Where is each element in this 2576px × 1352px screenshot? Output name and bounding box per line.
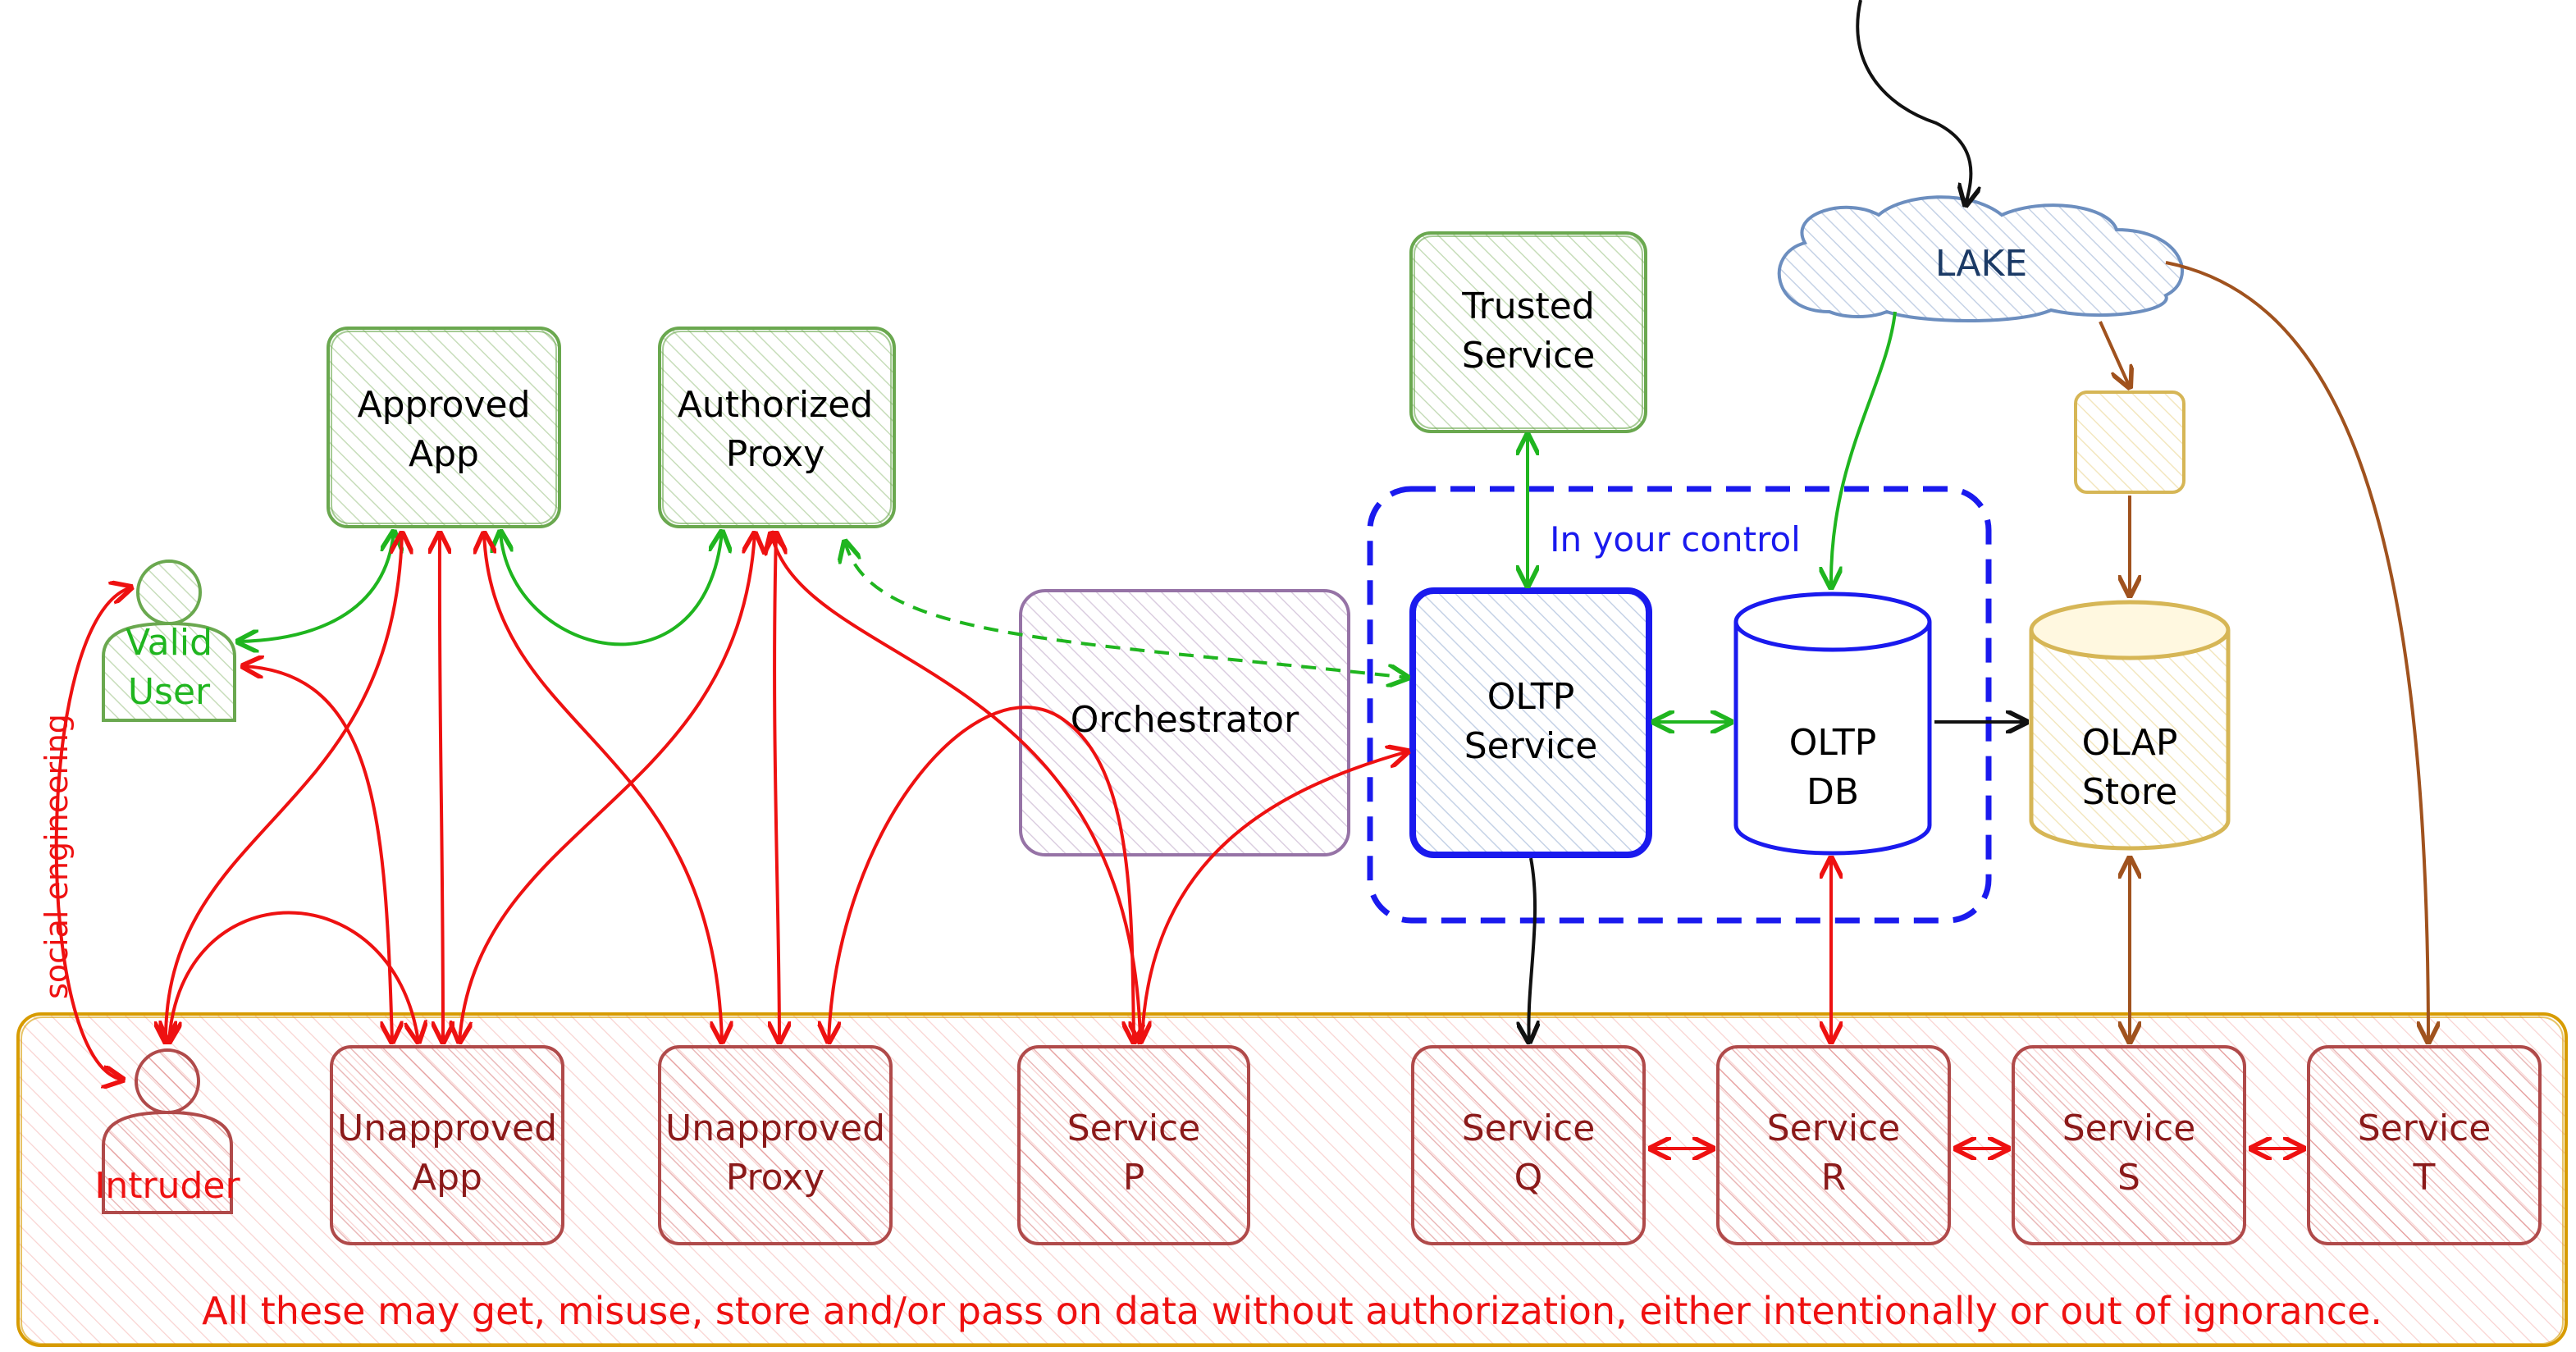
orchestrator-label: Orchestrator bbox=[1071, 699, 1299, 741]
unapproved-app-label-2: App bbox=[412, 1157, 482, 1199]
trusted-service-box[interactable]: Trusted Service bbox=[1409, 231, 1647, 433]
intruder-unapproved-app-link bbox=[169, 911, 418, 1043]
service-p-label-2: P bbox=[1123, 1157, 1145, 1199]
oltp-service-label-1: OLTP bbox=[1487, 676, 1575, 718]
olap-store-label-2: Store bbox=[2082, 771, 2177, 813]
unapproved-app-proxy-link bbox=[459, 533, 755, 1042]
intruder-label: Intruder bbox=[94, 1165, 240, 1207]
oltp-db-label-1: OLTP bbox=[1789, 722, 1877, 764]
service-p-box[interactable]: Service P bbox=[1017, 1045, 1250, 1245]
service-p-oltp-link bbox=[1140, 751, 1408, 1043]
service-s-box[interactable]: Service S bbox=[2012, 1045, 2246, 1245]
oltp-db-cylinder[interactable]: OLTP DB bbox=[1733, 592, 1932, 856]
unapproved-app-approved-link bbox=[440, 533, 443, 1042]
control-zone-label: In your control bbox=[1550, 519, 1801, 560]
lake-staging-link bbox=[2099, 321, 2130, 387]
olap-store-label-1: OLAP bbox=[2082, 722, 2178, 764]
service-s-label-1: Service bbox=[2062, 1108, 2196, 1149]
lake-cloud[interactable]: LAKE bbox=[1777, 195, 2184, 322]
unapproved-proxy-label-2: Proxy bbox=[726, 1157, 825, 1199]
proxy-unapproved-proxy-link bbox=[774, 533, 779, 1042]
service-t-box[interactable]: Service T bbox=[2307, 1045, 2542, 1245]
service-r-box[interactable]: Service R bbox=[1716, 1045, 1951, 1245]
control-zone: In your control bbox=[1367, 486, 1992, 924]
approved-app-label-2: App bbox=[409, 433, 479, 475]
trusted-service-label-1: Trusted bbox=[1461, 285, 1595, 327]
service-r-label-1: Service bbox=[1767, 1108, 1901, 1149]
unapproved-proxy-label-1: Unapproved bbox=[665, 1108, 885, 1149]
trusted-service-label-2: Service bbox=[1462, 335, 1596, 377]
intruder-approved-app-link bbox=[166, 533, 402, 1042]
service-p-label-1: Service bbox=[1067, 1108, 1201, 1149]
service-q-label-2: Q bbox=[1514, 1157, 1543, 1199]
user-unapproved-app-link bbox=[243, 666, 392, 1042]
oltp-service-box[interactable]: OLTP Service bbox=[1409, 587, 1652, 858]
oltp-service-q-link bbox=[1528, 857, 1535, 1042]
service-t-label-2: T bbox=[2413, 1157, 2436, 1199]
authorized-proxy-box[interactable]: Authorized Proxy bbox=[658, 327, 896, 528]
service-t-label-1: Service bbox=[2358, 1108, 2492, 1149]
lake-oltpdb-link bbox=[1831, 311, 1897, 587]
service-q-box[interactable]: Service Q bbox=[1411, 1045, 1646, 1245]
unapproved-app-box[interactable]: Unapproved App bbox=[330, 1045, 564, 1245]
authorized-proxy-label-1: Authorized bbox=[678, 384, 873, 426]
service-q-label-1: Service bbox=[1462, 1108, 1596, 1149]
footer-text: All these may get, misuse, store and/or … bbox=[202, 1289, 2382, 1333]
approved-app-proxy-link bbox=[500, 532, 722, 646]
proxy-service-p-link bbox=[771, 533, 1140, 1042]
lake-label: LAKE bbox=[1935, 243, 2027, 285]
user-approved-app-link bbox=[238, 532, 394, 642]
valid-user-person[interactable]: Valid User bbox=[102, 560, 236, 722]
unapproved-proxy-box[interactable]: Unapproved Proxy bbox=[658, 1045, 893, 1245]
valid-user-label-1: Valid bbox=[126, 622, 212, 664]
approved-app-label-1: Approved bbox=[357, 384, 530, 426]
social-engineering-link bbox=[54, 587, 131, 1080]
valid-user-label-2: User bbox=[128, 671, 211, 713]
oltp-db-label-2: DB bbox=[1806, 771, 1859, 813]
connectors bbox=[54, 0, 2428, 1149]
service-r-label-2: R bbox=[1821, 1157, 1847, 1199]
unapproved-app-label-1: Unapproved bbox=[337, 1108, 557, 1149]
authorized-proxy-label-2: Proxy bbox=[726, 433, 825, 475]
service-s-label-2: S bbox=[2117, 1157, 2140, 1199]
lake-service-t-link bbox=[2165, 261, 2428, 1042]
lake-input-arrow bbox=[1856, 0, 1971, 205]
approved-app-box[interactable]: Approved App bbox=[327, 327, 561, 528]
oltp-service-label-2: Service bbox=[1464, 725, 1598, 767]
olap-store-cylinder[interactable]: OLAP Store bbox=[2029, 600, 2231, 851]
approved-app-unapproved-proxy-link bbox=[484, 533, 722, 1042]
staging-box bbox=[2074, 391, 2185, 494]
